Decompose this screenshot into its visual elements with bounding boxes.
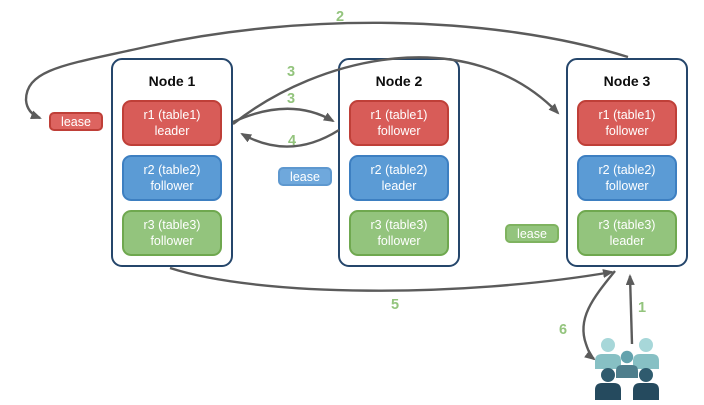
replica-name: r2 (table2) <box>598 162 656 177</box>
step-label-5: 5 <box>390 297 400 313</box>
node-2-replica-r1: r1 (table1) follower <box>349 100 449 146</box>
lease-badge-r3: lease <box>505 224 559 243</box>
node-2-replica-r2: r2 (table2) leader <box>349 155 449 201</box>
person-icon <box>595 383 621 400</box>
arrow-step-1-users-to-node3 <box>625 274 635 345</box>
replica-role: follower <box>377 234 421 248</box>
person-icon <box>639 338 653 352</box>
node-3-title: Node 3 <box>603 73 651 89</box>
arrow-step-5-node1-to-node3 <box>169 266 614 292</box>
node-1-replica-r1: r1 (table1) leader <box>122 100 222 146</box>
person-icon <box>633 354 659 369</box>
replica-role: follower <box>605 179 649 193</box>
step-label-1: 1 <box>637 300 647 316</box>
replica-name: r3 (table3) <box>143 217 201 232</box>
step-label-6: 6 <box>558 322 568 338</box>
replica-name: r2 (table2) <box>370 162 428 177</box>
node-2-replica-r3: r3 (table3) follower <box>349 210 449 256</box>
node-1-replica-r3: r3 (table3) follower <box>122 210 222 256</box>
person-icon <box>595 354 621 369</box>
step-label-3a: 3 <box>286 64 296 80</box>
replica-role: leader <box>381 179 417 193</box>
person-icon <box>616 365 638 378</box>
replica-name: r1 (table1) <box>143 107 201 122</box>
replica-name: r3 (table3) <box>370 217 428 232</box>
replica-role: leader <box>154 124 190 138</box>
replica-role: follower <box>605 124 649 138</box>
replica-name: r3 (table3) <box>598 217 656 232</box>
replica-name: r1 (table1) <box>598 107 656 122</box>
node-1: Node 1 r1 (table1) leader r2 (table2) fo… <box>111 58 233 267</box>
replica-role: leader <box>609 234 645 248</box>
replica-role: follower <box>377 124 421 138</box>
arrow-step-3-leader-to-node2 <box>232 107 335 124</box>
step-label-4: 4 <box>287 133 297 149</box>
person-icon <box>639 368 653 382</box>
replica-name: r2 (table2) <box>143 162 201 177</box>
step-label-3b: 3 <box>286 91 296 107</box>
node-3: Node 3 r1 (table1) follower r2 (table2) … <box>566 58 688 267</box>
replica-role: follower <box>150 234 194 248</box>
node-3-replica-r1: r1 (table1) follower <box>577 100 677 146</box>
lease-badge-r2: lease <box>278 167 332 186</box>
arrow-step-6-node3-to-users <box>582 270 616 361</box>
step-label-2: 2 <box>335 9 345 25</box>
node-2-title: Node 2 <box>375 73 423 89</box>
person-icon <box>633 383 659 400</box>
person-icon <box>601 368 615 382</box>
replica-role: follower <box>150 179 194 193</box>
node-1-title: Node 1 <box>148 73 196 89</box>
node-1-replica-r2: r2 (table2) follower <box>122 155 222 201</box>
person-icon <box>620 350 634 364</box>
lease-badge-r1: lease <box>49 112 103 131</box>
node-3-replica-r3: r3 (table3) leader <box>577 210 677 256</box>
node-3-replica-r2: r2 (table2) follower <box>577 155 677 201</box>
person-icon <box>601 338 615 352</box>
replica-name: r1 (table1) <box>370 107 428 122</box>
node-2: Node 2 r1 (table1) follower r2 (table2) … <box>338 58 460 267</box>
